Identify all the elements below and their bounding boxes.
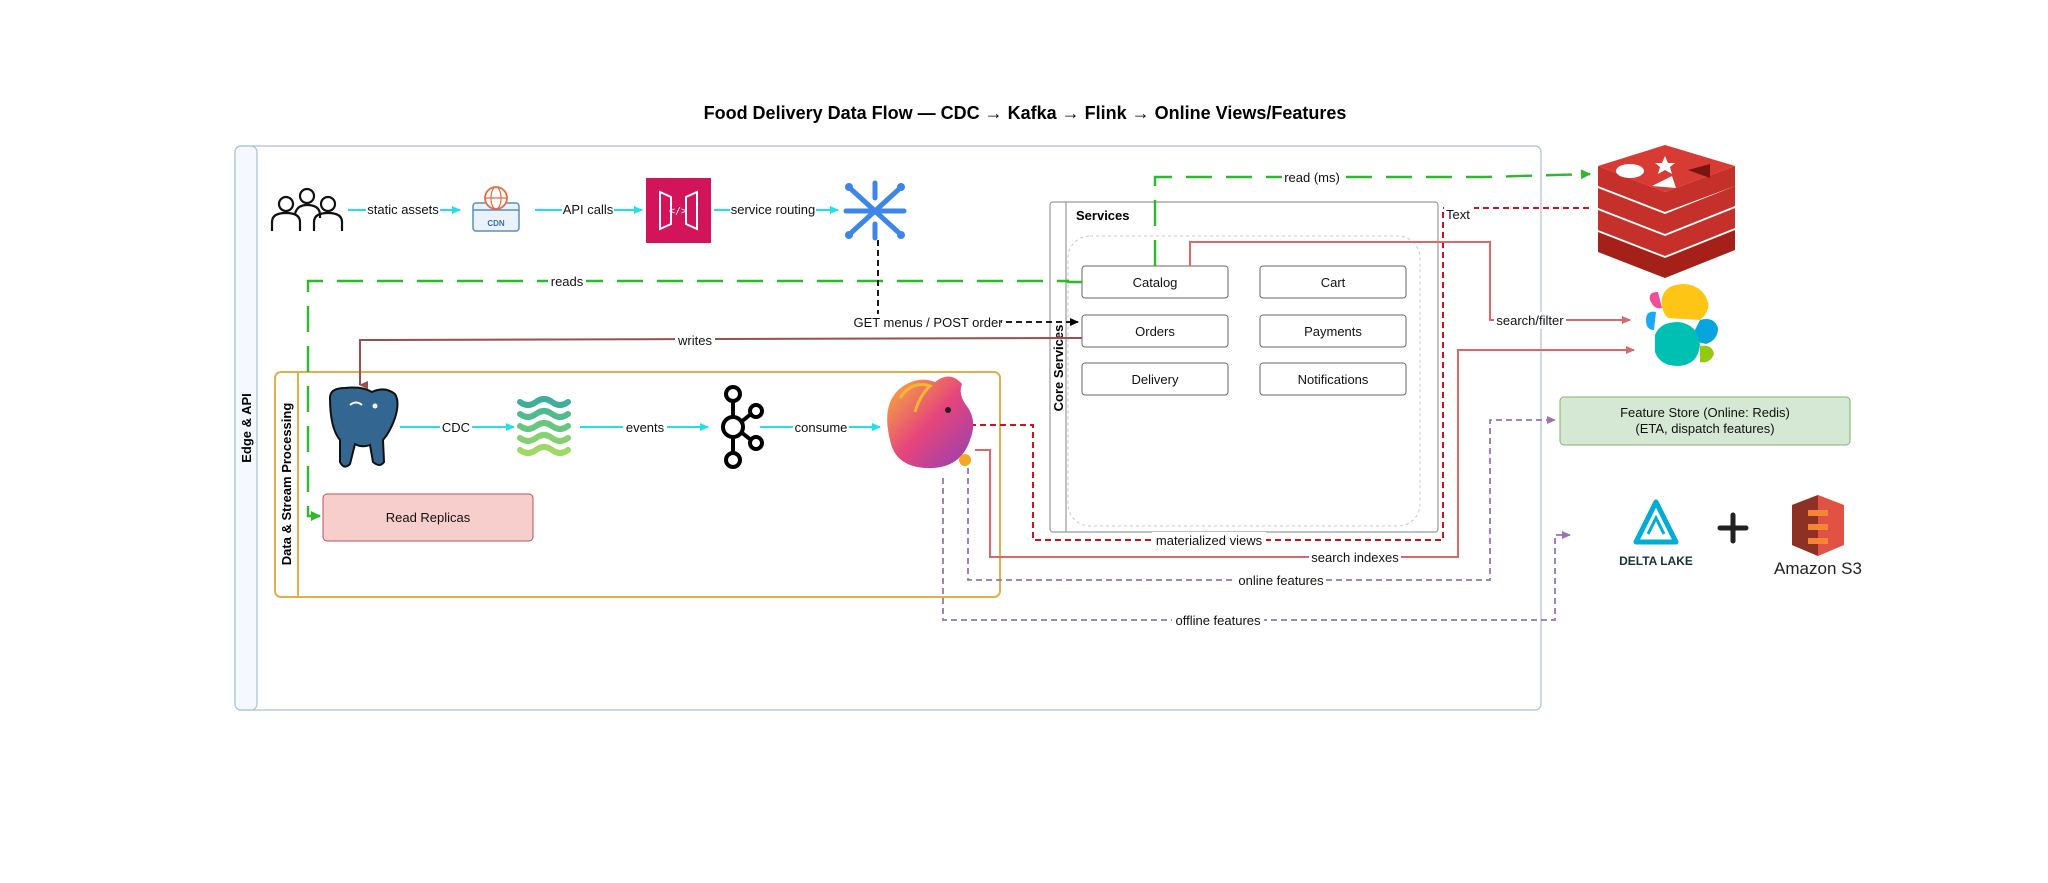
label-service-routing: service routing — [730, 201, 816, 218]
debezium-icon — [517, 396, 571, 456]
svg-text:Cart: Cart — [1321, 275, 1346, 290]
edge-search-indexes — [975, 346, 1635, 558]
label-read-ms: read (ms) — [1282, 169, 1342, 186]
svg-text:Feature Store (Online: Redis): Feature Store (Online: Redis) — [1620, 405, 1790, 420]
service-mesh-icon — [843, 180, 907, 241]
svg-text:offline features: offline features — [1175, 613, 1261, 628]
svg-text:CDC: CDC — [442, 420, 470, 435]
elasticsearch-icon — [1646, 284, 1718, 366]
service-catalog[interactable]: Catalog — [1081, 265, 1229, 299]
label-api-calls: API calls — [562, 201, 614, 218]
read-replicas-label: Read Replicas — [386, 510, 471, 525]
edge-api-label: Edge & API — [239, 393, 254, 463]
s3-label: Amazon S3 — [1774, 559, 1862, 578]
svg-text:reads: reads — [551, 274, 584, 289]
kafka-icon — [721, 385, 764, 469]
postgres-icon — [328, 386, 399, 468]
svg-text:materialized views: materialized views — [1156, 533, 1263, 548]
svg-text:Catalog: Catalog — [1133, 275, 1178, 290]
data-stream-label: Data & Stream Processing — [279, 403, 294, 566]
plus-icon — [1717, 512, 1749, 544]
svg-text:consume: consume — [795, 420, 848, 435]
flink-icon — [887, 376, 974, 469]
svg-text:events: events — [626, 420, 665, 435]
cdn-label: CDN — [487, 219, 505, 228]
label-online-features: online features — [1236, 572, 1326, 589]
diagram-title: Food Delivery Data Flow — CDC → Kafka → … — [704, 103, 1347, 123]
redis-icon — [1598, 145, 1735, 278]
label-search-indexes: search indexes — [1309, 549, 1401, 566]
svg-text:Delivery: Delivery — [1132, 372, 1179, 387]
service-delivery[interactable]: Delivery — [1081, 362, 1229, 396]
read-replicas-node[interactable]: Read Replicas — [322, 493, 534, 542]
service-orders[interactable]: Orders — [1081, 314, 1229, 348]
svg-text:online features: online features — [1238, 573, 1324, 588]
label-offline-features: offline features — [1172, 612, 1264, 629]
svg-text:service routing: service routing — [731, 202, 816, 217]
label-materialized-views: materialized views — [1152, 532, 1266, 549]
delta-lake-icon: DELTA LAKE — [1619, 499, 1693, 568]
label-text: Text — [1444, 206, 1474, 223]
api-gateway-icon: </> — [646, 178, 711, 243]
edge-reads — [306, 279, 1082, 521]
svg-text:Text: Text — [1446, 207, 1470, 222]
svg-text:Notifications: Notifications — [1298, 372, 1369, 387]
core-services-label: Core Services — [1051, 325, 1066, 412]
services-label: Services — [1076, 208, 1130, 223]
svg-text:search indexes: search indexes — [1311, 550, 1399, 565]
edge-online-features — [967, 416, 1556, 581]
label-static-assets: static assets — [366, 201, 440, 218]
svg-text:GET menus / POST order: GET menus / POST order — [853, 315, 1003, 330]
label-reads: reads — [548, 273, 586, 290]
label-cdc: CDC — [440, 419, 472, 436]
label-events: events — [623, 419, 667, 436]
svg-text:API calls: API calls — [563, 202, 614, 217]
svg-text:writes: writes — [677, 333, 712, 348]
edge-writes — [359, 337, 1083, 389]
service-payments[interactable]: Payments — [1259, 314, 1407, 348]
label-get-post: GET menus / POST order — [853, 314, 1003, 331]
delta-lake-label: DELTA LAKE — [1619, 554, 1693, 568]
edge-offline-features — [942, 478, 1571, 621]
service-notifications[interactable]: Notifications — [1259, 362, 1407, 396]
feature-store-node[interactable]: Feature Store (Online: Redis) (ETA, disp… — [1559, 396, 1851, 446]
svg-text:(ETA, dispatch features): (ETA, dispatch features) — [1635, 421, 1774, 436]
cdn-icon: CDN — [472, 186, 520, 232]
svg-text:</>: </> — [669, 206, 687, 217]
svg-text:static assets: static assets — [367, 202, 439, 217]
svg-text:Payments: Payments — [1304, 324, 1362, 339]
svg-text:search/filter: search/filter — [1496, 313, 1564, 328]
label-writes: writes — [675, 332, 715, 349]
svg-text:read (ms): read (ms) — [1284, 170, 1340, 185]
s3-icon: Amazon S3 — [1774, 495, 1862, 578]
svg-text:Orders: Orders — [1135, 324, 1175, 339]
service-cart[interactable]: Cart — [1259, 265, 1407, 299]
data-stream-container: Data & Stream Processing — [274, 371, 1001, 598]
label-search-filter: search/filter — [1494, 312, 1566, 329]
label-consume: consume — [793, 419, 849, 436]
users-icon — [270, 187, 344, 231]
